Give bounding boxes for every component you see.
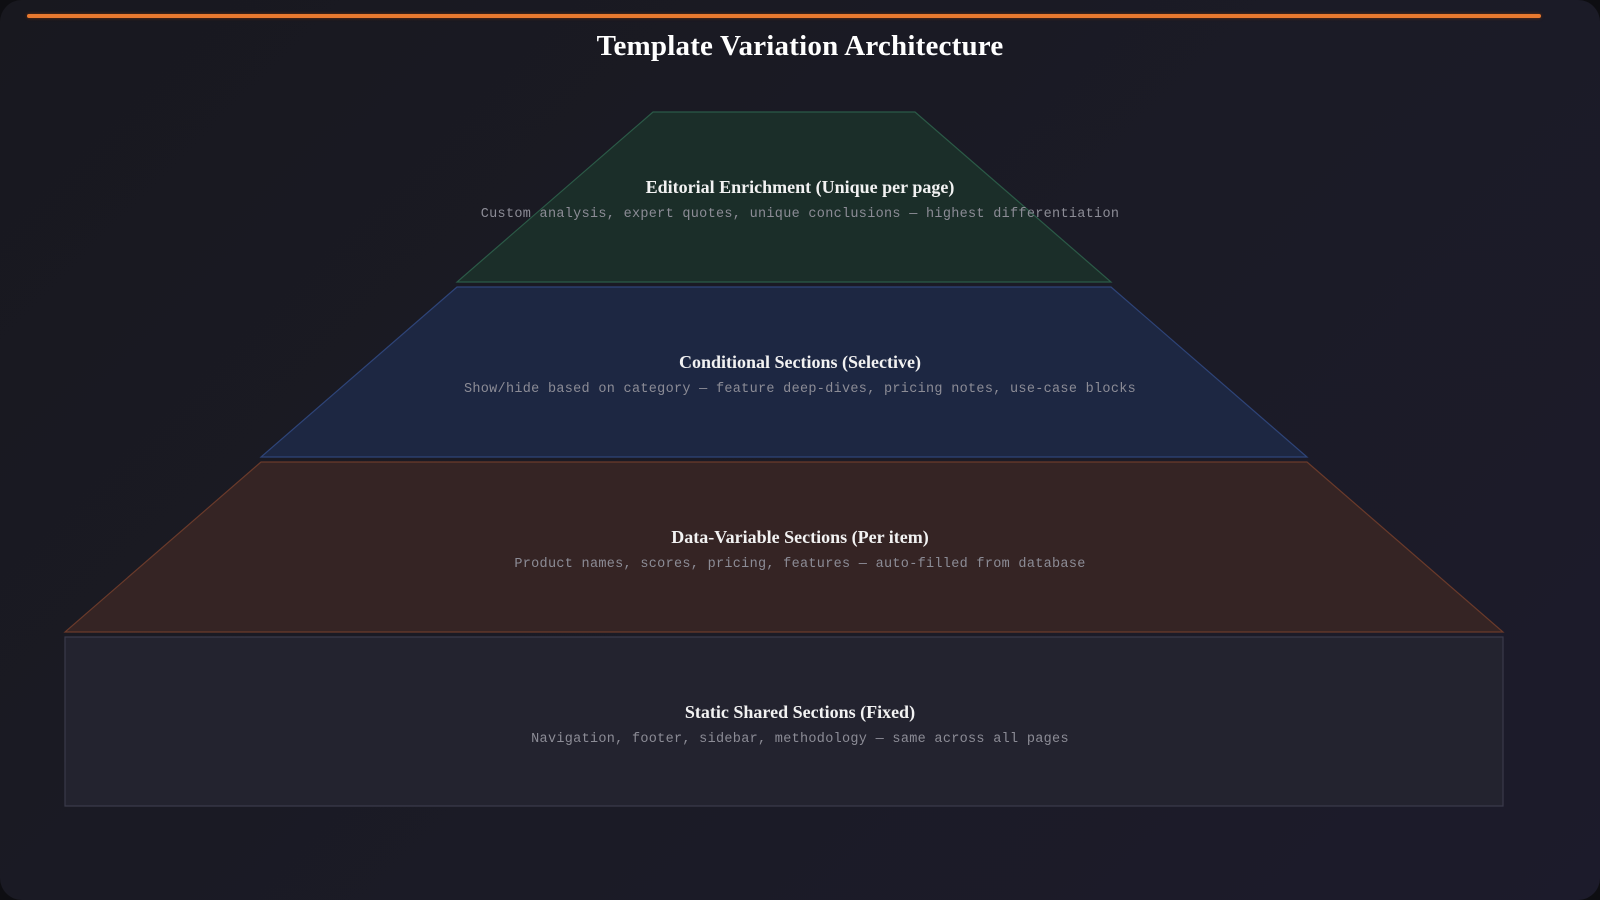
layer-editorial-enrichment-shape — [455, 111, 1113, 283]
layer-title: Editorial Enrichment (Unique per page) — [645, 177, 955, 197]
layer-static-shared-sections: Static Shared Sections (Fixed) Navigatio… — [0, 702, 1600, 747]
layer-description: Product names, scores, pricing, features… — [514, 557, 1086, 572]
layer-description: Navigation, footer, sidebar, methodology… — [531, 732, 1069, 747]
layer-title: Conditional Sections (Selective) — [679, 352, 921, 372]
diagram-title: Template Variation Architecture — [596, 30, 1004, 62]
layer-data-variable-sections: Data-Variable Sections (Per item) Produc… — [0, 527, 1600, 572]
accent-bar — [27, 14, 1541, 18]
layer-title: Static Shared Sections (Fixed) — [684, 702, 916, 722]
layer-title: Data-Variable Sections (Per item) — [671, 527, 929, 547]
layer-description: Show/hide based on category — feature de… — [463, 382, 1137, 397]
layer-data-variable-sections-shape — [63, 461, 1505, 633]
layer-description: Custom analysis, expert quotes, unique c… — [480, 207, 1120, 222]
layer-static-shared-sections-shape — [64, 636, 1504, 807]
layer-conditional-sections-shape — [259, 286, 1309, 458]
layer-editorial-enrichment: Editorial Enrichment (Unique per page) C… — [0, 177, 1600, 222]
layer-conditional-sections: Conditional Sections (Selective) Show/hi… — [0, 352, 1600, 397]
